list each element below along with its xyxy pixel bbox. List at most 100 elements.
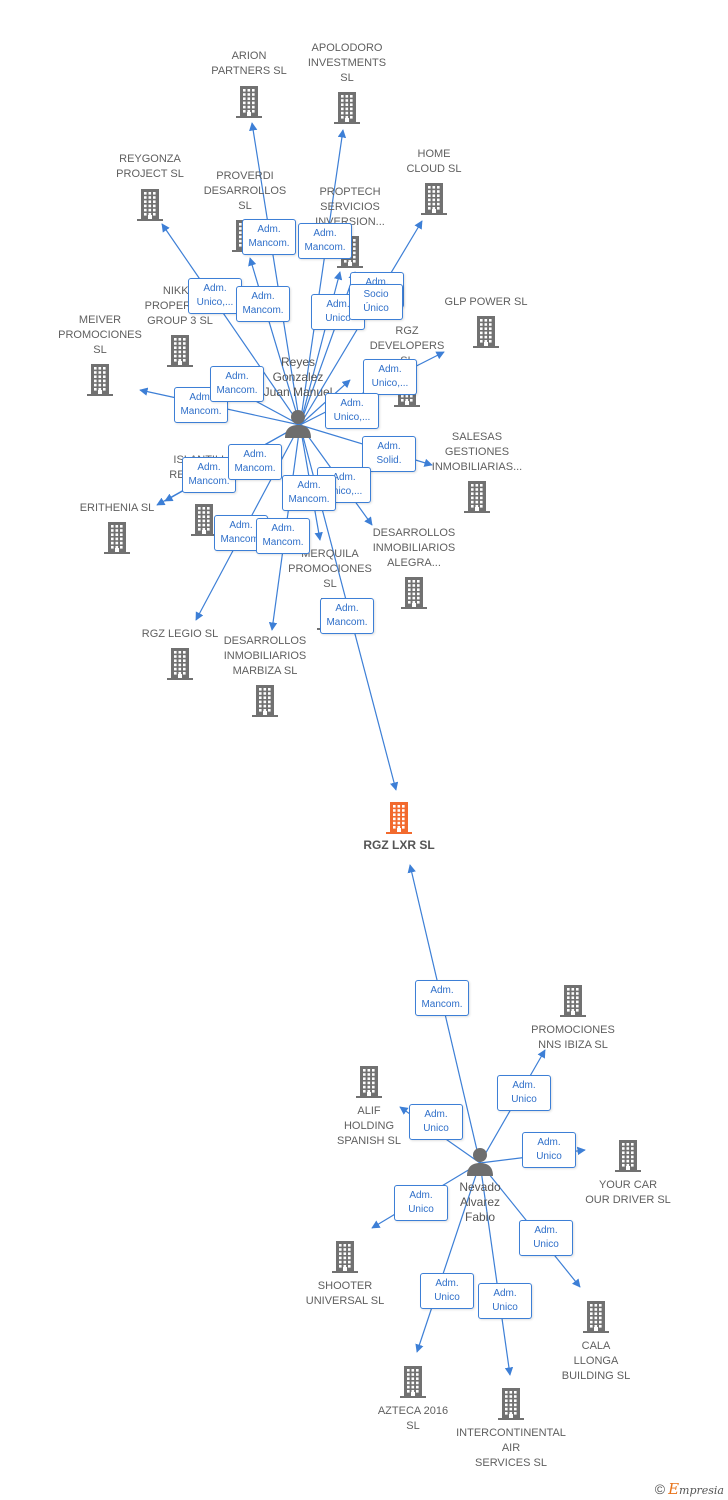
relation-label-glppower[interactable]: Adm. Unico,... xyxy=(363,359,417,395)
relation-label-yourcar[interactable]: Adm. Unico xyxy=(522,1132,576,1168)
company-name: PROVERDI DESARROLLOS SL xyxy=(203,170,287,212)
relation-label-reygonza[interactable]: Adm. Unico,... xyxy=(188,278,242,314)
company-name: ERITHENIA SL xyxy=(79,502,155,514)
building-icon xyxy=(191,504,217,536)
edge-reyes-apolodoro xyxy=(299,129,347,426)
building-icon xyxy=(583,1301,609,1333)
relation-label-shooter[interactable]: Adm. Unico xyxy=(394,1185,448,1221)
building-icon xyxy=(236,86,262,118)
building-icon xyxy=(167,335,193,367)
brand-watermark: ©Empresia xyxy=(655,1480,724,1498)
building-icon xyxy=(137,189,163,221)
brand-initial: E xyxy=(668,1480,680,1498)
company-node-arion[interactable]: ARION PARTNERS SL xyxy=(184,49,314,118)
building-icon xyxy=(401,577,427,609)
company-name: REYGONZA PROJECT SL xyxy=(116,153,184,180)
building-icon xyxy=(421,183,447,215)
company-name: RGZ LXR SL xyxy=(363,838,435,852)
company-name: GLP POWER SL xyxy=(444,296,528,308)
brand-name: mpresia xyxy=(679,1484,724,1497)
company-node-meiver[interactable]: MEIVER PROMOCIONES SL xyxy=(35,313,165,396)
building-icon xyxy=(498,1388,524,1420)
company-name: AZTECA 2016 SL xyxy=(377,1405,449,1432)
company-name: APOLODORO INVESTMENTS SL xyxy=(307,42,387,84)
company-name: MERQUILA PROMOCIONES SL xyxy=(288,548,372,590)
person-name: Reyes Gonzalez Juan Manuel xyxy=(263,355,333,399)
building-icon xyxy=(473,316,499,348)
copyright-symbol: © xyxy=(654,1481,666,1497)
edge-reyes-proverdi xyxy=(248,257,301,426)
company-node-shooter[interactable]: SHOOTER UNIVERSAL SL xyxy=(280,1239,410,1309)
building-icon xyxy=(87,364,113,396)
building-icon xyxy=(615,1140,641,1172)
company-name: YOUR CAR OUR DRIVER SL xyxy=(585,1179,671,1206)
relation-label-alif[interactable]: Adm. Unico xyxy=(409,1104,463,1140)
building-icon xyxy=(334,92,360,124)
relation-label-proverdi[interactable]: Adm. Mancom. xyxy=(236,286,290,322)
relation-label-merquila[interactable]: Adm. Mancom. xyxy=(282,475,336,511)
edge-nevado-intercontinental xyxy=(479,1162,514,1376)
relation-label-islantilla[interactable]: Adm. Mancom. xyxy=(182,457,236,493)
building-icon xyxy=(356,1066,382,1098)
relation-label-intercontinental[interactable]: Adm. Unico xyxy=(478,1283,532,1319)
company-name: SHOOTER UNIVERSAL SL xyxy=(305,1280,385,1307)
company-node-erithenia[interactable]: ERITHENIA SL xyxy=(52,501,182,554)
building-icon xyxy=(560,985,586,1017)
relation-label-nikko[interactable]: Adm. Mancom. xyxy=(210,366,264,402)
building-icon xyxy=(400,1366,426,1398)
company-node-desalegra[interactable]: DESARROLLOS INMOBILIARIOS ALEGRA... xyxy=(349,526,479,609)
company-node-homecloud[interactable]: HOME CLOUD SL xyxy=(369,147,499,215)
building-icon xyxy=(167,648,193,680)
company-name: DESARROLLOS INMOBILIARIOS ALEGRA... xyxy=(372,527,456,569)
relation-label-nnsibiza[interactable]: Adm. Unico xyxy=(497,1075,551,1111)
relation-label-salesas[interactable]: Adm. Solid. xyxy=(362,436,416,472)
person-node-nevado[interactable]: Nevado Alvarez Fabio xyxy=(425,1146,535,1225)
company-node-azteca[interactable]: AZTECA 2016 SL xyxy=(348,1364,478,1434)
company-name: SALESAS GESTIONES INMOBILIARIAS... xyxy=(431,431,523,473)
company-name: ARION PARTNERS SL xyxy=(211,50,287,77)
relation-label-meiver[interactable]: Adm. Mancom. xyxy=(174,387,228,423)
relation-label-azteca[interactable]: Adm. Unico xyxy=(420,1273,474,1309)
company-node-yourcar[interactable]: YOUR CAR OUR DRIVER SL xyxy=(563,1138,693,1208)
company-node-reygonza[interactable]: REYGONZA PROJECT SL xyxy=(85,152,215,221)
person-name: Nevado Alvarez Fabio xyxy=(459,1180,501,1224)
relation-label-arion[interactable]: Adm. Mancom. xyxy=(242,219,296,255)
company-node-apolodoro[interactable]: APOLODORO INVESTMENTS SL xyxy=(282,41,412,124)
building-icon xyxy=(104,522,130,554)
company-node-salesas[interactable]: SALESAS GESTIONES INMOBILIARIAS... xyxy=(412,430,542,513)
relation-label-rgzdev[interactable]: Adm. Unico,... xyxy=(325,393,379,429)
company-name: MEIVER PROMOCIONES SL xyxy=(58,314,142,356)
person-icon xyxy=(285,410,311,438)
company-name: HOME CLOUD SL xyxy=(406,148,462,175)
relation-label-apolodoro[interactable]: Adm. Mancom. xyxy=(298,223,352,259)
company-node-marbiza[interactable]: DESARROLLOS INMOBILIARIOS MARBIZA SL xyxy=(200,634,330,717)
company-node-calallonga[interactable]: CALA LLONGA BUILDING SL xyxy=(531,1299,661,1384)
building-icon xyxy=(252,685,278,717)
company-name: CALA LLONGA BUILDING SL xyxy=(561,1340,631,1382)
relation-label-rgzdev[interactable]: Socio Único xyxy=(349,284,403,320)
company-name: PROMOCIONES NNS IBIZA SL xyxy=(531,1024,615,1051)
relation-label-marbiza[interactable]: Adm. Mancom. xyxy=(256,518,310,554)
company-name: RGZ LEGIO SL xyxy=(141,628,219,640)
company-node-rgzlegio[interactable]: RGZ LEGIO SL xyxy=(115,627,245,680)
relation-label-calallonga[interactable]: Adm. Unico xyxy=(519,1220,573,1256)
person-icon xyxy=(467,1148,493,1176)
focus-building-icon xyxy=(386,802,412,834)
building-icon xyxy=(332,1241,358,1273)
company-name: INTERCONTINENTAL AIR SERVICES SL xyxy=(456,1427,566,1469)
company-name: DESARROLLOS INMOBILIARIOS MARBIZA SL xyxy=(223,635,307,677)
company-node-intercontinental[interactable]: INTERCONTINENTAL AIR SERVICES SL xyxy=(446,1386,576,1471)
building-icon xyxy=(464,481,490,513)
person-node-reyes[interactable]: Reyes Gonzalez Juan Manuel xyxy=(243,355,353,438)
edge-reyes-reygonza xyxy=(161,223,301,426)
relation-label-erithenia[interactable]: Adm. Mancom. xyxy=(228,444,282,480)
company-node-alif[interactable]: ALIF HOLDING SPANISH SL xyxy=(304,1064,434,1149)
company-node-glppower[interactable]: GLP POWER SL xyxy=(421,295,551,348)
company-node-nnsibiza[interactable]: PROMOCIONES NNS IBIZA SL xyxy=(508,983,638,1053)
company-name: ALIF HOLDING SPANISH SL xyxy=(337,1105,401,1147)
edge-reyes-arion xyxy=(249,122,301,426)
relation-label-rgzlxr[interactable]: Adm. Mancom. xyxy=(415,980,469,1016)
company-node-rgzlxr[interactable]: RGZ LXR SL xyxy=(334,800,464,853)
relation-label-rgzlxr[interactable]: Adm. Mancom. xyxy=(320,598,374,634)
